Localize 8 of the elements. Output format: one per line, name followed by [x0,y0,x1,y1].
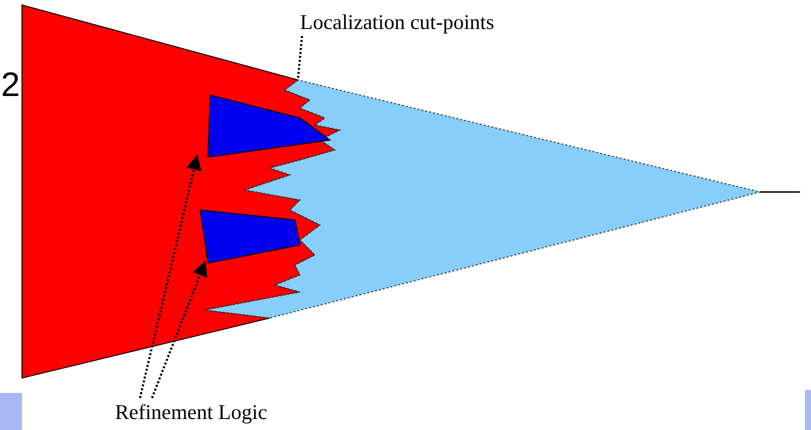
leader-line [296,36,304,80]
arrow [150,260,208,398]
arrow [138,154,202,398]
refinement-region [199,209,301,264]
callout-label: Localization cut-points [300,10,494,35]
callout-label: Refinement Logic [115,400,268,425]
slide-number: 2 [1,66,20,105]
refinement-region [207,94,332,158]
